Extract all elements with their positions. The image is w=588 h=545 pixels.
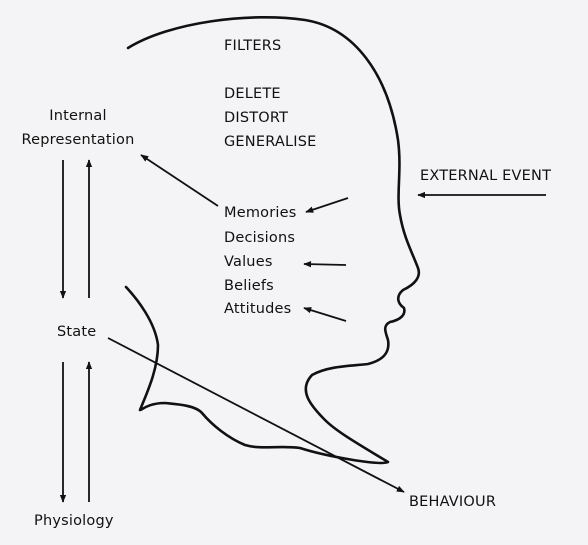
filter-generalise: GENERALISE (224, 134, 317, 150)
filter-delete: DELETE (224, 86, 281, 102)
list-item-memories: Memories (224, 205, 297, 221)
list-item-attitudes: Attitudes (224, 301, 292, 317)
behaviour-label: BEHAVIOUR (409, 494, 497, 510)
head-silhouette (124, 16, 421, 465)
list-item-decisions: Decisions (224, 230, 296, 246)
arrow-memories-to-representation (140, 154, 219, 207)
list-item-beliefs: Beliefs (224, 278, 274, 294)
internal-representation-line2: Representation (21, 132, 135, 148)
filters-title: FILTERS (224, 38, 282, 54)
external-event-label: EXTERNAL EVENT (420, 168, 552, 184)
arrow-into-values (303, 260, 347, 268)
arrow-into-memories (305, 197, 349, 213)
physiology-label: Physiology (34, 513, 114, 529)
filter-distort: DISTORT (224, 110, 289, 126)
internal-representation-line1: Internal (49, 108, 107, 124)
arrow-into-attitudes (303, 307, 347, 322)
state-label: State (57, 324, 97, 340)
arrow-state-to-behaviour (107, 337, 405, 493)
list-item-values: Values (224, 254, 273, 270)
internal-representation-label: Internal Representation (18, 108, 138, 149)
